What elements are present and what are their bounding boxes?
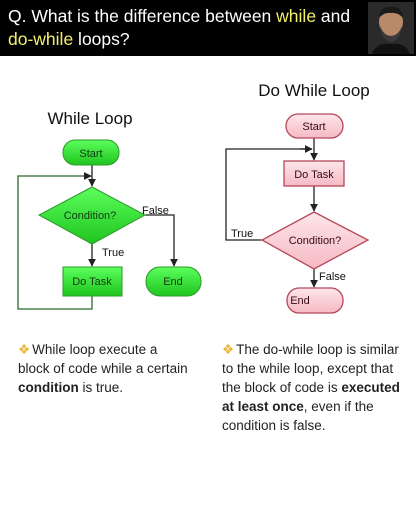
flowcharts: While Loop Start Condition? Do Task End …: [17, 81, 370, 314]
keyword-do-while: do-while: [8, 29, 74, 49]
dowhile-start-label: Start: [302, 121, 325, 133]
dowhile-true-label: True: [231, 228, 253, 240]
while-false-label: False: [142, 205, 169, 217]
presenter-avatar: [368, 2, 414, 54]
while-start-label: Start: [79, 148, 102, 160]
dowhile-note: ❖The do-while loop is similar to the whi…: [222, 340, 402, 435]
bullet-star-icon: ❖: [222, 342, 235, 357]
while-connectors: [17, 165, 178, 310]
dowhile-note-text-2: , even if the condition is false.: [222, 399, 374, 433]
dowhile-end-label: End: [290, 295, 310, 307]
while-task-node: [62, 266, 123, 297]
dowhile-false-label: False: [319, 271, 346, 283]
dowhile-note-bold: executed at least once: [222, 380, 400, 414]
dowhile-task-node: [283, 160, 345, 187]
while-end-node: [145, 266, 202, 297]
while-note-text-1: While loop execute a block of code while…: [18, 342, 188, 376]
question-part-2: and: [316, 6, 351, 26]
dowhile-connectors: [225, 138, 318, 288]
while-note-bold: condition: [18, 380, 79, 395]
dowhile-task-label: Do Task: [294, 169, 334, 181]
while-task-label: Do Task: [72, 276, 112, 288]
dowhile-condition-label: Condition?: [289, 235, 342, 247]
dowhile-start-node: [285, 113, 344, 139]
dowhile-note-text-1: The do-while loop is similar to the whil…: [222, 342, 399, 395]
dowhile-end-node: [286, 287, 344, 314]
while-condition-node: [37, 186, 147, 245]
question-part-1: Q. What is the difference between: [8, 6, 277, 26]
while-end-label: End: [163, 276, 183, 288]
while-note: ❖While loop execute a block of code whil…: [18, 340, 190, 397]
question-part-3: loops?: [73, 29, 130, 49]
question-text: Q. What is the difference between while …: [8, 5, 363, 51]
while-start-node: [62, 139, 120, 166]
while-note-text-2: is true.: [78, 380, 124, 395]
keyword-while: while: [276, 6, 317, 26]
while-condition-label: Condition?: [64, 210, 117, 222]
bullet-star-icon: ❖: [18, 342, 31, 357]
dowhile-condition-node: [260, 211, 370, 270]
header-bar: Q. What is the difference between while …: [0, 0, 416, 56]
dowhile-loop-title: Do While Loop: [258, 81, 370, 100]
while-loop-title: While Loop: [47, 109, 132, 128]
while-true-label: True: [102, 247, 124, 259]
